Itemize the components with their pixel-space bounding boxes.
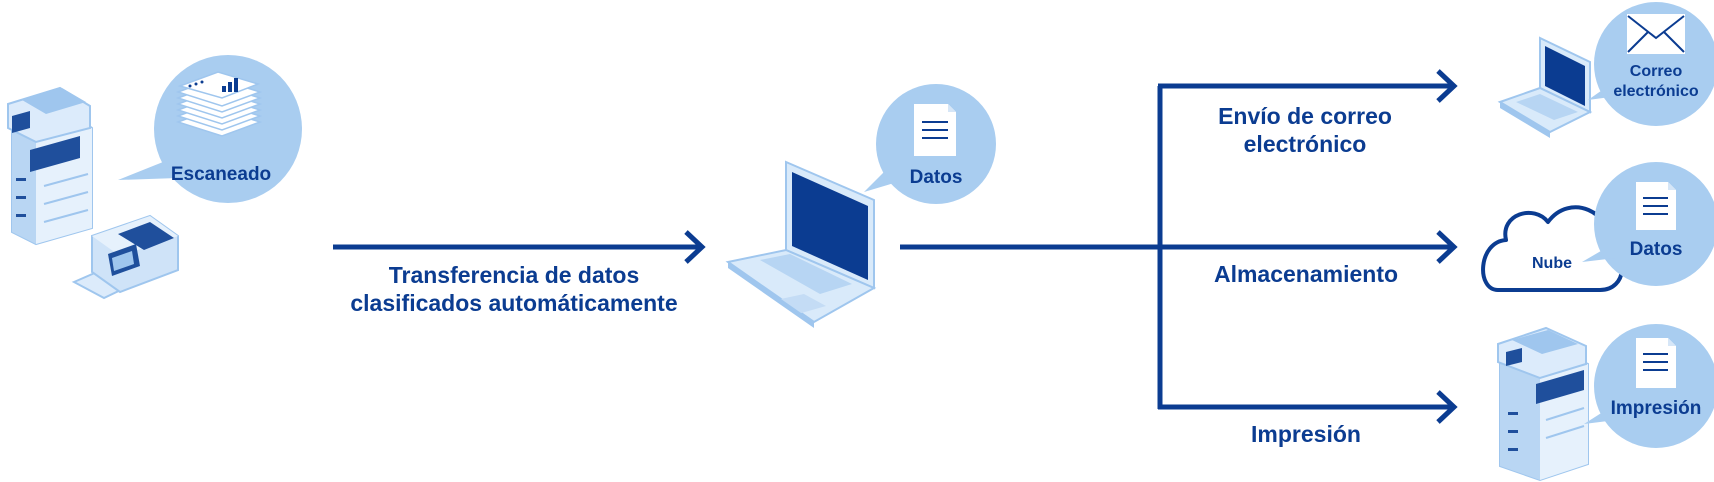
transfer-arrow	[333, 230, 706, 264]
print-arrow	[1158, 390, 1458, 424]
scan-speech-bubble: Escaneado	[118, 55, 302, 203]
email-bubble-label-line2: electrónico	[1613, 83, 1699, 100]
storage-bubble-label: Datos	[1630, 239, 1683, 260]
multifunction-printer-icon	[7, 86, 93, 246]
print-speech-bubble: Impresión	[1584, 324, 1714, 448]
center-bubble-label: Datos	[910, 167, 963, 188]
document-icon	[1636, 338, 1676, 388]
email-bubble-label-line1: Correo	[1630, 63, 1683, 80]
email-arrow	[1158, 69, 1458, 103]
document-scanner-icon	[71, 214, 179, 300]
storage-arrow	[1160, 230, 1458, 264]
envelope-icon	[1627, 14, 1685, 54]
cloud-label: Nube	[1532, 255, 1572, 272]
print-bubble-label: Impresión	[1611, 398, 1702, 419]
email-laptop-icon	[1497, 36, 1593, 138]
print-branch-label: Impresión	[1251, 421, 1361, 447]
email-branch-label-line2: electrónico	[1244, 131, 1367, 157]
transfer-label-line2: clasificados automáticamente	[350, 290, 677, 316]
document-stack-icon	[175, 71, 263, 137]
scan-bubble-label: Escaneado	[171, 164, 271, 185]
data-speech-bubble-center: Datos	[864, 84, 996, 204]
storage-branch-label: Almacenamiento	[1214, 261, 1398, 287]
email-branch-label-line1: Envío de correo	[1218, 103, 1392, 129]
print-mfp-icon	[1497, 326, 1589, 482]
document-icon	[1636, 182, 1676, 230]
document-icon	[914, 104, 956, 156]
laptop-icon	[725, 160, 877, 328]
email-speech-bubble: Correo electrónico	[1588, 2, 1714, 126]
storage-speech-bubble: Datos	[1582, 162, 1714, 286]
transfer-label-line1: Transferencia de datos	[389, 262, 640, 288]
